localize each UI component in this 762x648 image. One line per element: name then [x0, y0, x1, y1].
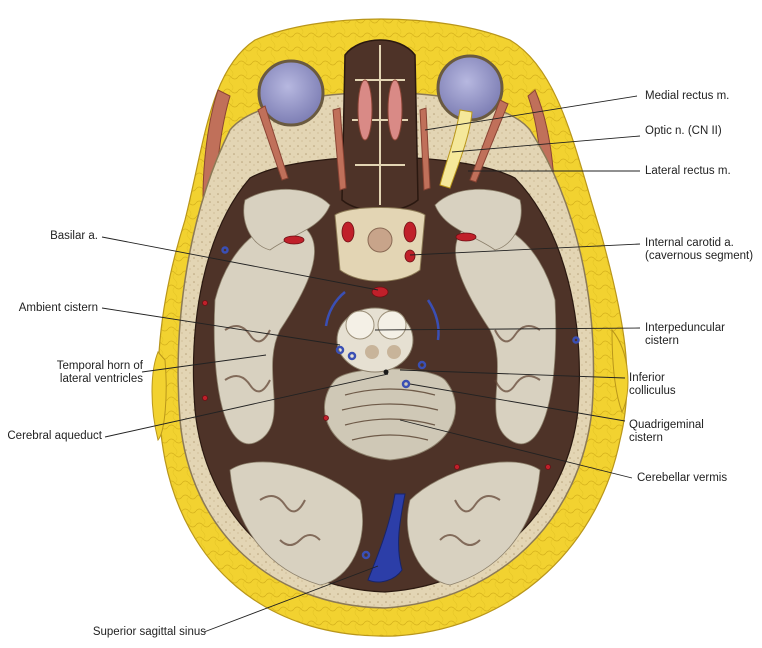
- label-temporal-horn: Temporal horn of lateral ventricles: [57, 360, 143, 386]
- label-internal-carotid-line2: (cavernous segment): [645, 250, 754, 262]
- label-medial-rectus-text: Medial rectus m.: [645, 90, 730, 102]
- label-optic-nerve: Optic n. (CN II): [645, 125, 722, 138]
- label-inferior-colliculus: Inferior colliculus: [629, 372, 676, 398]
- gyri-lines: [224, 325, 541, 546]
- label-superior-sagittal-sinus: Superior sagittal sinus: [93, 626, 206, 639]
- label-basilar-artery: Basilar a.: [50, 230, 98, 243]
- red-nucleus-right: [387, 345, 401, 359]
- nasal-mucosa-right: [387, 79, 403, 141]
- right-eyeball: [436, 54, 504, 122]
- label-temporal-horn-line2: lateral ventricles: [59, 373, 143, 385]
- right-ear: [611, 328, 629, 414]
- label-quadrigeminal-line1: Quadrigeminal: [629, 419, 704, 431]
- pituitary: [367, 227, 393, 253]
- right-lateral-rectus: [469, 99, 509, 183]
- left-ear: [151, 351, 167, 442]
- label-basilar-text: Basilar a.: [50, 230, 98, 242]
- red-nucleus-left: [365, 345, 379, 359]
- label-internal-carotid: Internal carotid a. (cavernous segment): [645, 237, 753, 263]
- label-cerebral-aqueduct-text: Cerebral aqueduct: [7, 430, 102, 442]
- superior-sagittal-sinus: [367, 493, 406, 583]
- left-lateral-rectus: [257, 105, 289, 181]
- label-cerebellar-vermis: Cerebellar vermis: [637, 472, 727, 485]
- label-internal-carotid-line1: Internal carotid a.: [645, 237, 734, 249]
- right-frontal-lobe: [434, 188, 522, 251]
- right-medial-rectus: [419, 107, 431, 191]
- label-lateral-rectus-text: Lateral rectus m.: [645, 165, 731, 177]
- label-medial-rectus: Medial rectus m.: [645, 90, 729, 103]
- label-cerebellar-vermis-text: Cerebellar vermis: [637, 472, 728, 484]
- left-occipital-lobe: [229, 461, 363, 586]
- veins: [221, 246, 580, 560]
- cerebellar-folia: [341, 388, 439, 441]
- label-lateral-rectus: Lateral rectus m.: [645, 165, 731, 178]
- label-temporal-horn-line1: Temporal horn of: [56, 360, 143, 372]
- right-occipital-lobe: [407, 461, 541, 586]
- right-cerebral-peduncle: [377, 310, 407, 340]
- label-interpeduncular-line1: Interpeduncular: [645, 322, 725, 334]
- cerebral-aqueduct-dot: [383, 369, 389, 375]
- label-optic-nerve-text: Optic n. (CN II): [645, 125, 722, 137]
- leader-lines: [101, 95, 641, 633]
- label-superior-sagittal-sinus-text: Superior sagittal sinus: [92, 626, 206, 638]
- label-interpeduncular-cistern: Interpeduncular cistern: [645, 322, 725, 348]
- label-ambient-cistern-text: Ambient cistern: [18, 302, 98, 314]
- label-interpeduncular-line2: cistern: [645, 335, 679, 347]
- label-quadrigeminal-cistern: Quadrigeminal cistern: [629, 419, 704, 445]
- left-eyeball: [257, 59, 325, 127]
- left-cerebral-peduncle: [345, 310, 375, 340]
- arteries: [202, 221, 551, 470]
- label-ambient-cistern: Ambient cistern: [19, 302, 98, 315]
- left-medial-rectus: [332, 107, 347, 191]
- nasal-mucosa-left: [357, 79, 373, 141]
- label-quadrigeminal-line2: cistern: [629, 432, 663, 444]
- right-optic-nerve: [439, 109, 473, 189]
- label-inferior-colliculus-line1: Inferior: [629, 372, 665, 384]
- label-inferior-colliculus-line2: colliculus: [629, 385, 676, 397]
- label-cerebral-aqueduct: Cerebral aqueduct: [7, 430, 102, 443]
- left-frontal-lobe: [243, 188, 331, 251]
